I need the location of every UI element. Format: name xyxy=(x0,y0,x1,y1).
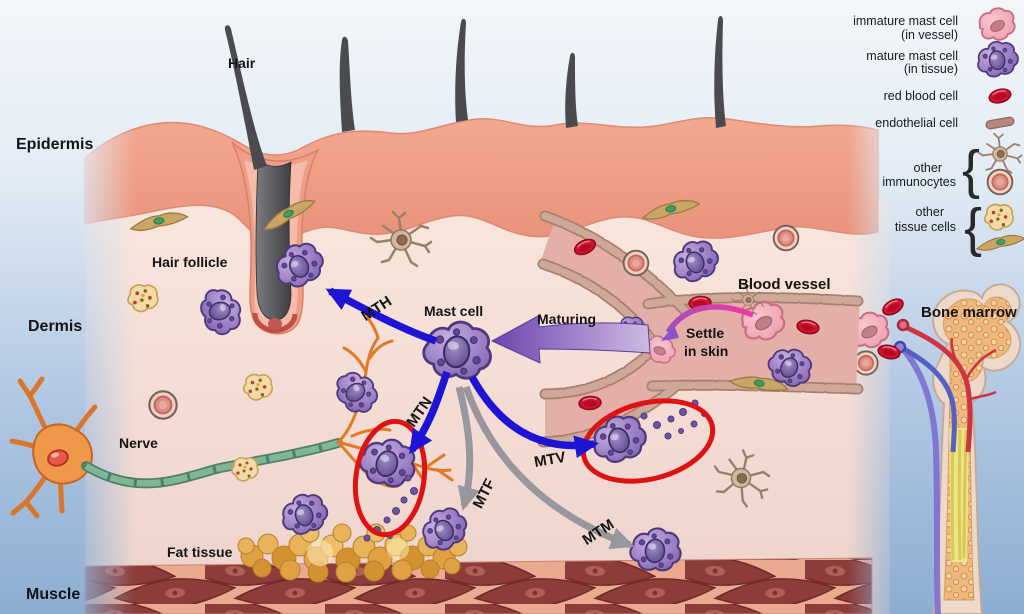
mtf-arrow xyxy=(455,386,480,511)
hair-root xyxy=(255,159,292,321)
label-mtv: MTV xyxy=(533,449,567,471)
legend-label: other xyxy=(916,205,945,219)
legend-label: (in vessel) xyxy=(901,28,958,42)
label-fat-tissue: Fat tissue xyxy=(167,544,233,560)
legend-label: red blood cell xyxy=(884,89,958,103)
hairs xyxy=(224,15,726,171)
muscle-layer xyxy=(84,557,873,614)
mth-arrow xyxy=(325,287,438,345)
label-hair-follicle: Hair follicle xyxy=(152,254,228,270)
legend-item-other-immunocytes: other immunocytes { xyxy=(882,132,1023,200)
legend-brace: { xyxy=(962,140,980,200)
label-maturing: Maturing xyxy=(537,311,596,327)
bone-vein xyxy=(899,345,941,614)
artery-opening xyxy=(896,318,910,332)
legend-label: endothelial cell xyxy=(875,116,958,130)
label-mast-cell: Mast cell xyxy=(424,303,483,319)
legend: immature mast cell (in vessel) mature ma… xyxy=(853,5,1024,258)
immunocyte-round-cell xyxy=(853,350,879,376)
bone-marrow xyxy=(846,283,1022,614)
legend-item-other-tissue-cells: other tissue cells { xyxy=(895,198,1024,258)
hair-shaft xyxy=(455,18,468,122)
label-settle-line1: Settle xyxy=(686,325,724,341)
legend-label: other xyxy=(914,161,943,175)
hair-shaft xyxy=(565,52,578,128)
nerve-axon xyxy=(81,438,343,489)
hair-shaft xyxy=(714,15,726,128)
blood-vessel xyxy=(537,210,864,448)
label-bone-marrow: Bone marrow xyxy=(921,304,1017,321)
label-epidermis: Epidermis xyxy=(16,136,93,153)
mtn-arrow xyxy=(408,370,451,455)
legend-label: (in tissue) xyxy=(904,62,958,76)
label-nerve: Nerve xyxy=(119,435,158,451)
legend-label: tissue cells xyxy=(895,220,956,234)
legend-item-immature-mast-cell: immature mast cell (in vessel) xyxy=(853,5,1018,44)
hair-shaft xyxy=(339,36,355,132)
legend-item-mature-mast-cell: mature mast cell (in tissue) xyxy=(866,37,1022,80)
settle-in-skin-arrow xyxy=(661,304,755,341)
arrows xyxy=(325,287,755,550)
legend-label: mature mast cell xyxy=(866,49,958,63)
label-settle-line2: in skin xyxy=(684,343,728,359)
label-muscle: Muscle xyxy=(26,586,80,603)
legend-label: immature mast cell xyxy=(853,14,958,28)
immunocyte-round-cell xyxy=(148,390,178,420)
legend-item-endothelial-cell: endothelial cell xyxy=(875,116,1015,130)
mtv-arrow xyxy=(468,375,600,459)
red-highlight-ellipse xyxy=(352,418,428,538)
label-hair: Hair xyxy=(228,55,256,71)
immunocyte-round-cell xyxy=(622,249,650,277)
legend-label: immunocytes xyxy=(882,175,956,189)
mtm-arrow xyxy=(462,385,635,550)
endothelial-cell-icon xyxy=(985,116,1015,130)
immunocyte-round-cell xyxy=(772,224,800,252)
legend-brace: { xyxy=(964,198,982,258)
label-dermis: Dermis xyxy=(28,318,82,335)
legend-item-red-blood-cell: red blood cell xyxy=(884,86,1014,106)
hair-shaft xyxy=(224,25,267,171)
maturing-arrow xyxy=(490,314,651,364)
label-blood-vessel: Blood vessel xyxy=(738,276,831,293)
